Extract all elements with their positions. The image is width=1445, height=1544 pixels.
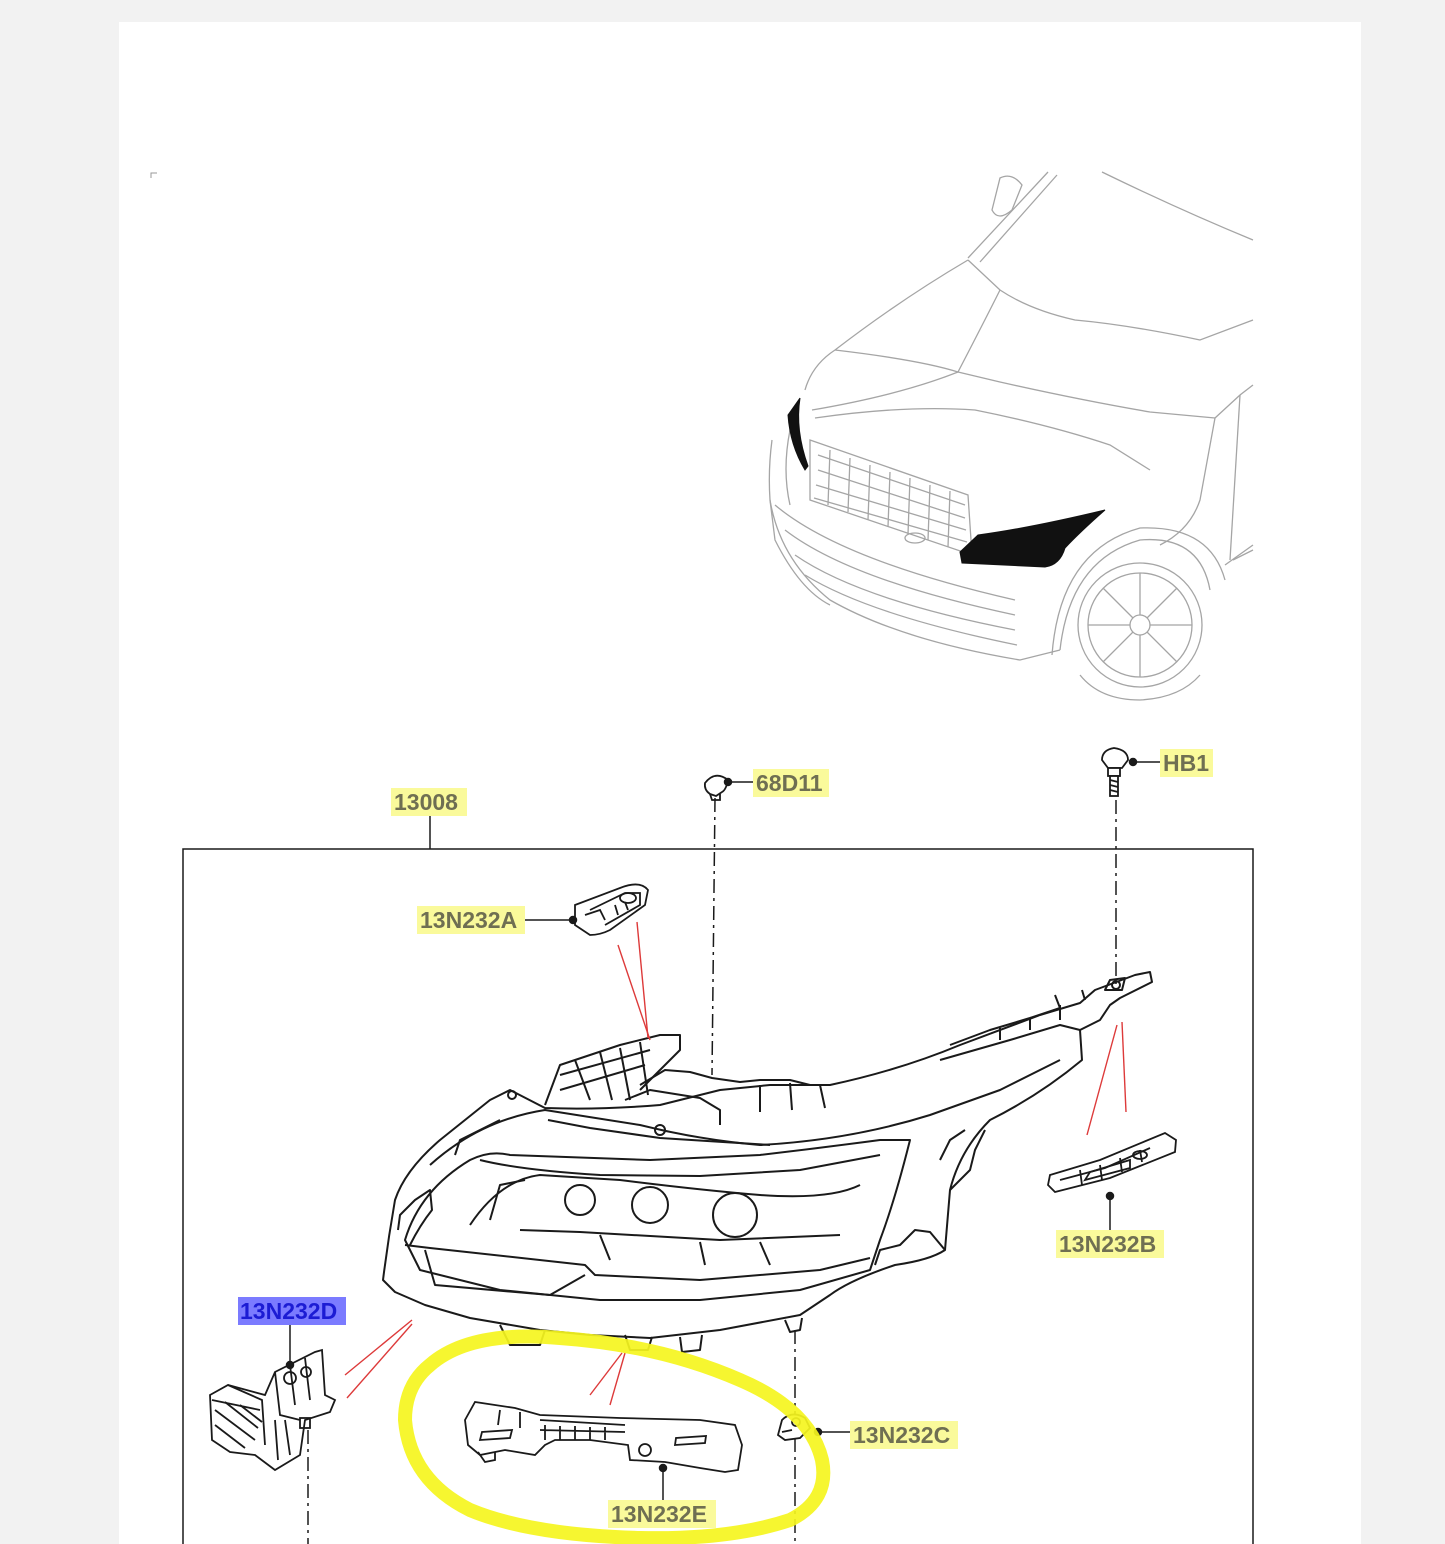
bracket-d-part xyxy=(209,1348,337,1472)
callout-68d11[interactable]: 68D11 xyxy=(753,769,829,797)
bracket-a-part xyxy=(574,883,649,936)
headlamp-assembly xyxy=(382,971,1153,1353)
callout-13n232c-label: 13N232C xyxy=(853,1422,950,1448)
bracket-b-part xyxy=(1047,1131,1177,1193)
vehicle-locator-illustration xyxy=(768,171,1254,701)
assembly-direction-lines xyxy=(344,921,1127,1406)
crop-mark xyxy=(150,172,157,178)
callout-13008[interactable]: 13008 xyxy=(391,788,467,816)
diagram-page xyxy=(119,22,1361,1544)
callout-13n232b-label: 13N232B xyxy=(1059,1231,1156,1257)
callout-13n232b[interactable]: 13N232B xyxy=(1056,1230,1164,1258)
assembly-frame xyxy=(182,848,1254,1544)
callout-leaders xyxy=(285,757,1160,1500)
callout-hb1-label: HB1 xyxy=(1163,750,1209,776)
callout-13n232a-label: 13N232A xyxy=(420,907,517,933)
alignment-lines xyxy=(307,797,1117,1544)
callout-13n232a[interactable]: 13N232A xyxy=(417,906,525,934)
headlamp-locator-right xyxy=(959,509,1106,568)
callout-13n232d[interactable]: 13N232D xyxy=(238,1297,346,1325)
callout-13n232e-label: 13N232E xyxy=(611,1501,707,1527)
callout-13n232d-label: 13N232D xyxy=(240,1298,337,1324)
bracket-e-part xyxy=(464,1401,743,1473)
callout-13n232e[interactable]: 13N232E xyxy=(608,1500,716,1528)
markup-highlight-circle xyxy=(398,1329,831,1544)
clip-68d11-part xyxy=(703,774,729,801)
callout-hb1[interactable]: HB1 xyxy=(1160,749,1213,777)
callout-68d11-label: 68D11 xyxy=(756,770,823,796)
callout-13008-label: 13008 xyxy=(394,789,458,815)
bolt-hb1-part xyxy=(1101,747,1129,797)
headlamp-locator-left xyxy=(787,397,809,471)
callout-13n232c[interactable]: 13N232C xyxy=(850,1421,958,1449)
